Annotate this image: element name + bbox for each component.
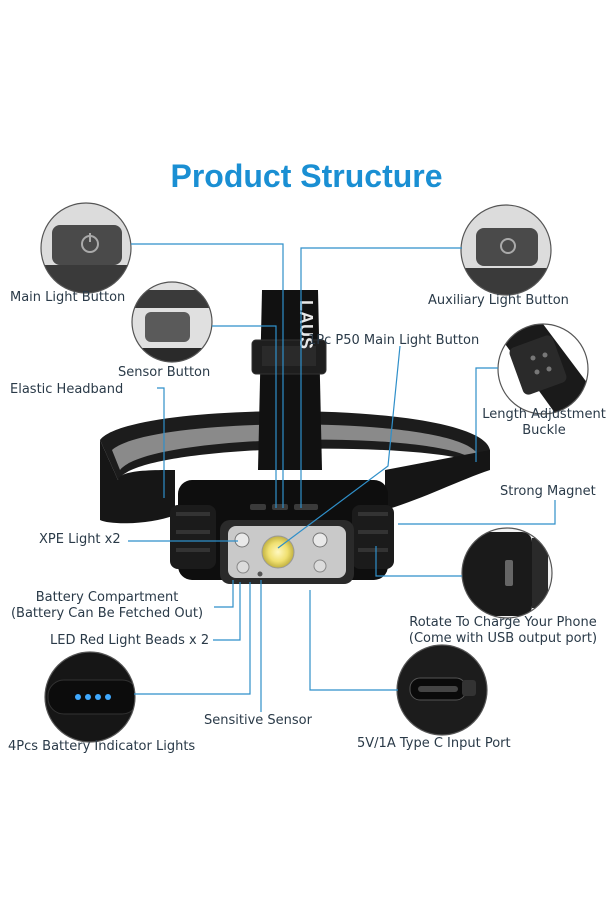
leader-battery-indicator [134,582,251,695]
label-strong-magnet: Strong Magnet [500,484,596,499]
label-rotate-to-charge: Rotate To Charge Your Phone (Come with U… [396,615,610,647]
label-elastic-headband: Elastic Headband [10,382,124,397]
label-battery-indicator-lights: 4Pcs Battery Indicator Lights [8,739,196,754]
callout-battery-indicator [44,651,136,743]
leader-length-buckle [475,367,498,462]
label-length-adjustment-line2: Buckle [522,423,566,438]
label-length-adjustment-buckle: Length Adjustment Buckle [480,407,608,439]
label-battery-compartment-line1: Battery Compartment [35,590,179,605]
leader-type-c-port [309,590,398,691]
headlamp-body [170,480,394,584]
callout-type-c-port [396,644,488,736]
leader-main-light-button [131,243,284,508]
callout-length-adjustment-buckle [497,323,589,415]
leader-lines [128,243,556,712]
label-auxiliary-light-button: Auxiliary Light Button [428,293,569,308]
leader-auxiliary-light-button [300,247,462,508]
callout-rotate-to-charge [461,527,553,619]
label-xpe-light: XPE Light x2 [39,532,121,547]
leader-elastic-headband [157,387,165,498]
label-led-red-light-beads: LED Red Light Beads x 2 [50,633,210,648]
leader-led-red-beads [213,582,241,641]
label-length-adjustment-line1: Length Adjustment [482,407,606,422]
leader-strong-magnet [398,500,556,525]
label-rotate-to-charge-line1: Rotate To Charge Your Phone [409,615,597,630]
label-sensor-button: Sensor Button [118,365,211,380]
label-type-c-input-port: 5V/1A Type C Input Port [357,736,511,751]
label-p50-main-light-button: 1Pc P50 Main Light Button [308,333,480,348]
label-sensitive-sensor: Sensitive Sensor [204,713,312,728]
callout-auxiliary-light-button [460,204,552,296]
label-battery-compartment-line2: (Battery Can Be Fetched Out) [10,606,204,621]
leader-p50-main-light [277,345,401,549]
callout-sensor-button [131,281,213,363]
leader-sensor-button [212,325,277,508]
label-rotate-to-charge-line2: (Come with USB output port) [408,631,598,646]
leader-rotate-charge [375,546,462,577]
label-battery-compartment: Battery Compartment (Battery Can Be Fetc… [0,590,214,622]
page-title: Product Structure [170,158,443,194]
label-main-light-button: Main Light Button [10,290,126,305]
leader-battery-compartment [214,580,234,608]
